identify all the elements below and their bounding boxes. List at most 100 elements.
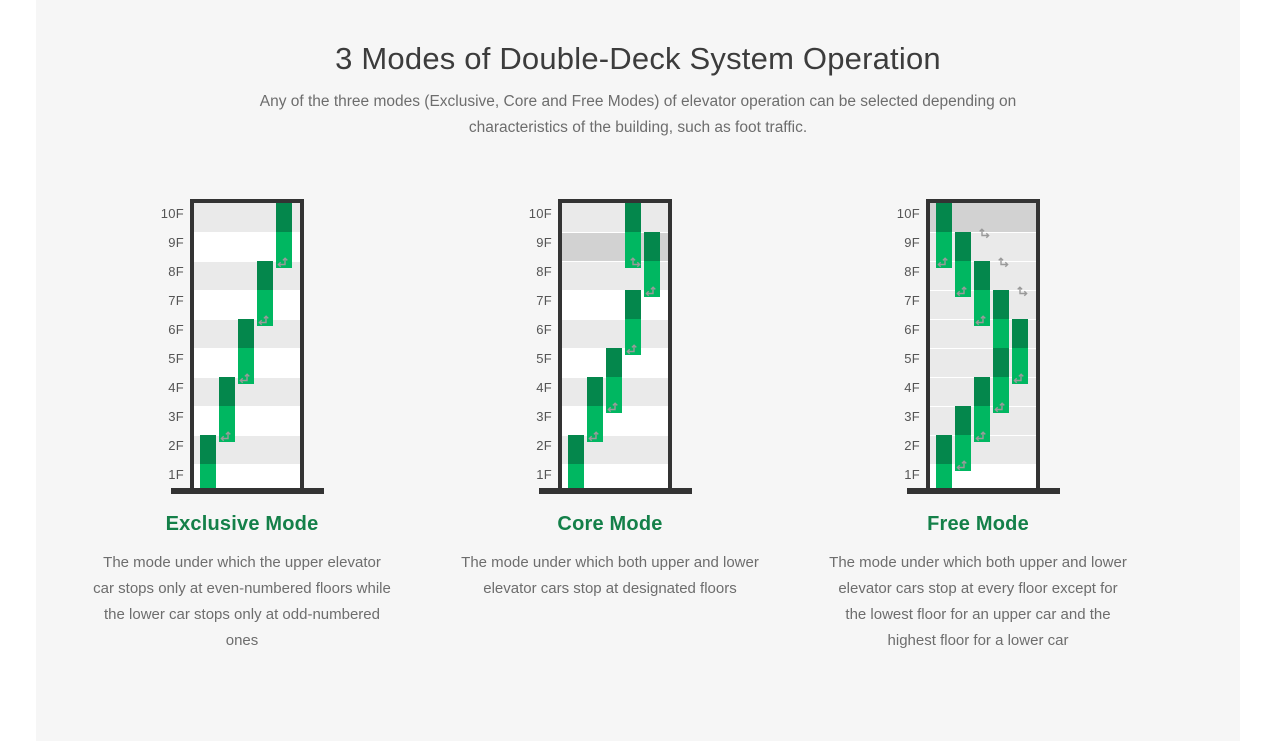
building-shaft-core — [558, 199, 672, 489]
transfer-arrow-icon — [937, 255, 952, 270]
floor-label: 2F — [536, 438, 552, 453]
floor-label: 3F — [904, 409, 920, 424]
floor-label: 6F — [904, 322, 920, 337]
floor-band — [194, 406, 300, 435]
elevator-car-upper — [238, 318, 254, 355]
elevator-car-upper — [257, 260, 273, 297]
building-base — [171, 488, 324, 494]
floor-separator — [930, 348, 1036, 349]
elevator-car-upper — [219, 376, 235, 413]
elevator-car-lower — [568, 463, 584, 489]
mode-title-exclusive: Exclusive Mode — [165, 513, 319, 535]
elevator-car-upper — [587, 376, 603, 413]
elevator-car-lower — [238, 347, 254, 384]
transfer-arrow-icon — [626, 255, 641, 270]
floor-band — [194, 290, 300, 319]
floor-label: 3F — [168, 409, 184, 424]
elevator-car-lower — [625, 231, 641, 268]
floor-band — [562, 203, 668, 232]
floor-label: 2F — [168, 438, 184, 453]
transfer-arrow-icon — [1013, 284, 1028, 299]
floor-label: 6F — [536, 322, 552, 337]
elevator-car-lower — [200, 463, 216, 489]
floor-label: 4F — [904, 380, 920, 395]
floor-separator — [562, 232, 668, 233]
transfer-arrow-icon — [975, 226, 990, 241]
building-shaft-free — [926, 199, 1040, 489]
elevator-car-upper — [955, 231, 971, 268]
floor-label: 10F — [528, 206, 552, 221]
transfer-arrow-icon — [994, 400, 1009, 415]
transfer-arrow-icon — [239, 371, 254, 386]
elevator-car-lower — [1012, 347, 1028, 384]
mode-description-core: The mode under which both upper and lowe… — [461, 554, 759, 597]
floor-separator — [930, 232, 1036, 233]
floor-label: 7F — [904, 293, 920, 308]
elevator-car-lower — [955, 260, 971, 297]
elevator-car-lower — [936, 463, 952, 489]
elevator-car-lower — [257, 289, 273, 326]
floor-label: 7F — [536, 293, 552, 308]
elevator-car-lower — [625, 318, 641, 355]
floor-separator — [562, 261, 668, 262]
diagram-free: 10F 9F 8F 7F 6F 5F 4F 3F 2F 1F — [808, 185, 1148, 505]
elevator-car-lower — [276, 231, 292, 268]
elevator-car-upper — [993, 289, 1009, 326]
floor-label: 8F — [904, 264, 920, 279]
transfer-arrow-icon — [1013, 371, 1028, 386]
floor-label: 1F — [536, 467, 552, 482]
elevator-car-lower — [606, 376, 622, 413]
elevator-car-upper — [568, 434, 584, 471]
mode-title-free: Free Mode — [927, 513, 1029, 535]
mode-description-free: The mode under which both upper and lowe… — [829, 554, 1127, 649]
floor-label: 1F — [904, 467, 920, 482]
elevator-car-upper — [955, 405, 971, 442]
floor-separator — [194, 435, 300, 436]
floor-label: 10F — [896, 206, 920, 221]
transfer-arrow-icon — [975, 429, 990, 444]
elevator-car-upper — [993, 347, 1009, 384]
transfer-arrow-icon — [994, 255, 1009, 270]
elevator-car-lower — [974, 405, 990, 442]
elevator-car-lower — [974, 289, 990, 326]
mode-title-core: Core Mode — [557, 513, 663, 535]
floor-label: 9F — [904, 235, 920, 250]
elevator-car-lower — [219, 405, 235, 442]
elevator-car-upper — [1012, 318, 1028, 355]
floor-separator — [562, 319, 668, 320]
elevator-car-upper — [625, 289, 641, 326]
elevator-car-upper — [276, 203, 292, 239]
elevator-car-upper — [936, 203, 952, 239]
elevator-car-upper — [974, 260, 990, 297]
transfer-arrow-icon — [626, 342, 641, 357]
elevator-car-upper — [974, 376, 990, 413]
floor-label: 8F — [168, 264, 184, 279]
elevator-car-upper — [936, 434, 952, 471]
floor-label: 5F — [168, 351, 184, 366]
elevator-car-upper — [644, 231, 660, 268]
elevator-car-upper — [625, 203, 641, 239]
floor-label: 5F — [904, 351, 920, 366]
floor-label: 8F — [536, 264, 552, 279]
floor-label-axis: 10F 9F 8F 7F 6F 5F 4F 3F 2F 1F — [878, 199, 920, 489]
transfer-arrow-icon — [258, 313, 273, 328]
floor-label: 10F — [160, 206, 184, 221]
transfer-arrow-icon — [220, 429, 235, 444]
building-base — [539, 488, 692, 494]
elevator-car-upper — [606, 347, 622, 384]
page-subtitle: Any of the three modes (Exclusive, Core … — [259, 92, 1017, 136]
floor-label: 2F — [904, 438, 920, 453]
page-right-margin — [1240, 0, 1276, 741]
floor-label: 4F — [168, 380, 184, 395]
elevator-car-lower — [587, 405, 603, 442]
transfer-arrow-icon — [277, 255, 292, 270]
transfer-arrow-icon — [645, 284, 660, 299]
page-title: 3 Modes of Double-Deck System Operation — [335, 40, 941, 76]
